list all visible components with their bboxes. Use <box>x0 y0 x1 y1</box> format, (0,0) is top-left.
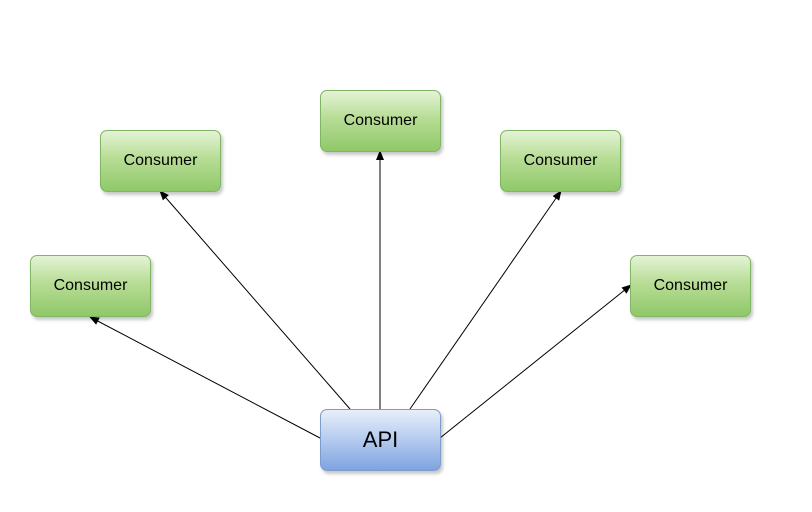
api-node[interactable]: API <box>320 409 441 471</box>
api-label: API <box>362 427 399 452</box>
edge-api-to-consumer-2 <box>159 190 351 410</box>
consumer-label: Consumer <box>123 152 198 169</box>
edge-api-to-consumer-4 <box>409 190 562 410</box>
consumer-node[interactable]: Consumer <box>30 255 151 317</box>
consumer-node[interactable]: Consumer <box>630 255 751 317</box>
consumer-label: Consumer <box>653 277 728 294</box>
consumer-label: Consumer <box>523 152 598 169</box>
consumer-label: Consumer <box>53 277 128 294</box>
consumer-node[interactable]: Consumer <box>320 90 441 152</box>
consumer-label: Consumer <box>343 112 418 129</box>
edge-api-to-consumer-5 <box>439 284 632 439</box>
edge-api-to-consumer-1 <box>89 316 321 439</box>
consumer-node[interactable]: Consumer <box>100 130 221 192</box>
consumer-node[interactable]: Consumer <box>500 130 621 192</box>
